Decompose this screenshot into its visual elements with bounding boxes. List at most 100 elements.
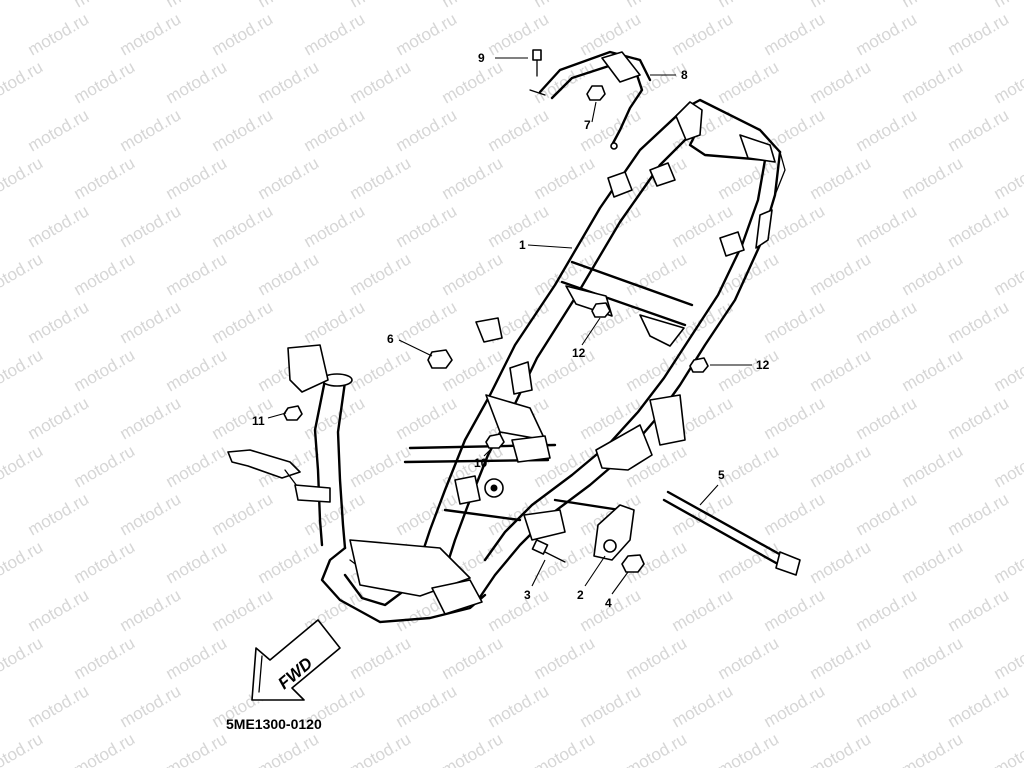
watermark-text: motod.ru (623, 633, 691, 683)
watermark-text: motod.ru (899, 153, 967, 203)
watermark-text: motod.ru (25, 489, 93, 539)
watermark-text: motod.ru (209, 201, 277, 251)
watermark-text: motod.ru (853, 393, 921, 443)
nut-10 (485, 433, 505, 449)
watermark-text: motod.ru (393, 9, 461, 59)
watermark-text: motod.ru (945, 201, 1013, 251)
watermark-text: motod.ru (715, 57, 783, 107)
watermark-text: motod.ru (439, 249, 507, 299)
watermark-text: motod.ru (209, 297, 277, 347)
watermark-text: motod.ru (255, 249, 323, 299)
watermark-text: motod.ru (255, 57, 323, 107)
watermark-text: motod.ru (991, 57, 1024, 107)
watermark-text: motod.ru (945, 9, 1013, 59)
watermark-text: motod.ru (531, 57, 599, 107)
nut-11 (283, 405, 303, 421)
watermark-text: motod.ru (347, 441, 415, 491)
watermark-text: motod.ru (899, 441, 967, 491)
nut-4 (621, 554, 645, 573)
watermark-text: motod.ru (347, 153, 415, 203)
watermark-text: motod.ru (485, 9, 553, 59)
watermark-text: motod.ru (163, 729, 231, 768)
watermark-text: motod.ru (117, 585, 185, 635)
watermark-text: motod.ru (209, 393, 277, 443)
watermark-text: motod.ru (71, 537, 139, 587)
leader-lines (267, 57, 752, 595)
watermark-text: motod.ru (991, 729, 1024, 768)
watermark-text: motod.ru (0, 153, 46, 203)
watermark-text: motod.ru (163, 345, 231, 395)
diagram-code: 5ME1300-0120 (226, 716, 322, 732)
watermark-text: motod.ru (853, 9, 921, 59)
watermark-text: motod.ru (485, 585, 553, 635)
watermark-text: motod.ru (899, 57, 967, 107)
watermark-text: motod.ru (393, 297, 461, 347)
watermark-text: motod.ru (853, 201, 921, 251)
watermark-text: motod.ru (117, 105, 185, 155)
watermark-text: motod.ru (301, 105, 369, 155)
watermark-text: motod.ru (945, 681, 1013, 731)
watermark-text: motod.ru (715, 633, 783, 683)
watermark-text: motod.ru (255, 537, 323, 587)
watermark-text: motod.ru (807, 249, 875, 299)
watermark-text: motod.ru (761, 9, 829, 59)
watermark-text: motod.ru (807, 633, 875, 683)
callout-8: 8 (681, 68, 688, 82)
fwd-arrow: FWD (251, 619, 341, 701)
nut-12a (591, 302, 611, 318)
watermark-text: motod.ru (715, 729, 783, 768)
watermark-text: motod.ru (0, 57, 46, 107)
watermark-text: motod.ru (25, 105, 93, 155)
watermark-text: motod.ru (163, 153, 231, 203)
watermark-text: motod.ru (71, 249, 139, 299)
watermark-text: motod.ru (669, 9, 737, 59)
watermark-text: motod.ru (945, 105, 1013, 155)
watermark-text: motod.ru (0, 633, 46, 683)
watermark-text: motod.ru (71, 57, 139, 107)
watermark-text: motod.ru (0, 249, 46, 299)
watermark-text: motod.ru (301, 9, 369, 59)
watermark-text: motod.ru (25, 585, 93, 635)
watermark-text: motod.ru (71, 345, 139, 395)
nut-12b (689, 357, 709, 373)
watermark-text: motod.ru (163, 249, 231, 299)
watermark-text: motod.ru (117, 681, 185, 731)
watermark-text: motod.ru (991, 441, 1024, 491)
callout-10: 10 (474, 456, 488, 470)
watermark-text: motod.ru (899, 729, 967, 768)
watermark-text: motod.ru (577, 201, 645, 251)
carrier-bracket (529, 50, 652, 150)
watermark-text: motod.ru (531, 153, 599, 203)
watermark-text: motod.ru (807, 537, 875, 587)
watermark-text: motod.ru (163, 633, 231, 683)
watermark-text: motod.ru (991, 345, 1024, 395)
callout-7: 7 (584, 118, 591, 132)
main-frame (227, 98, 786, 624)
watermark-text: motod.ru (577, 585, 645, 635)
callout-1: 1 (519, 238, 526, 252)
watermark-text: motod.ru (25, 681, 93, 731)
watermark-text: motod.ru (347, 633, 415, 683)
callout-4: 4 (605, 596, 612, 610)
callout-9: 9 (478, 51, 485, 65)
watermark-text: motod.ru (439, 153, 507, 203)
watermark-text: motod.ru (0, 537, 46, 587)
watermark-text: motod.ru (899, 633, 967, 683)
watermark-text: motod.ru (853, 297, 921, 347)
watermark-text: motod.ru (0, 0, 46, 11)
watermark-text: motod.ru (761, 681, 829, 731)
watermark-text: motod.ru (301, 297, 369, 347)
watermark-text: motod.ru (945, 297, 1013, 347)
watermark-text: motod.ru (761, 297, 829, 347)
watermark-text: motod.ru (945, 393, 1013, 443)
watermark-text: motod.ru (0, 729, 46, 768)
watermark-text: motod.ru (347, 345, 415, 395)
watermark-text: motod.ru (853, 585, 921, 635)
bolt-9 (532, 49, 542, 77)
watermark-text: motod.ru (25, 201, 93, 251)
watermark-text: motod.ru (163, 441, 231, 491)
engine-bolt-5 (662, 490, 801, 576)
callout-2: 2 (577, 588, 584, 602)
watermark-text: motod.ru (439, 633, 507, 683)
